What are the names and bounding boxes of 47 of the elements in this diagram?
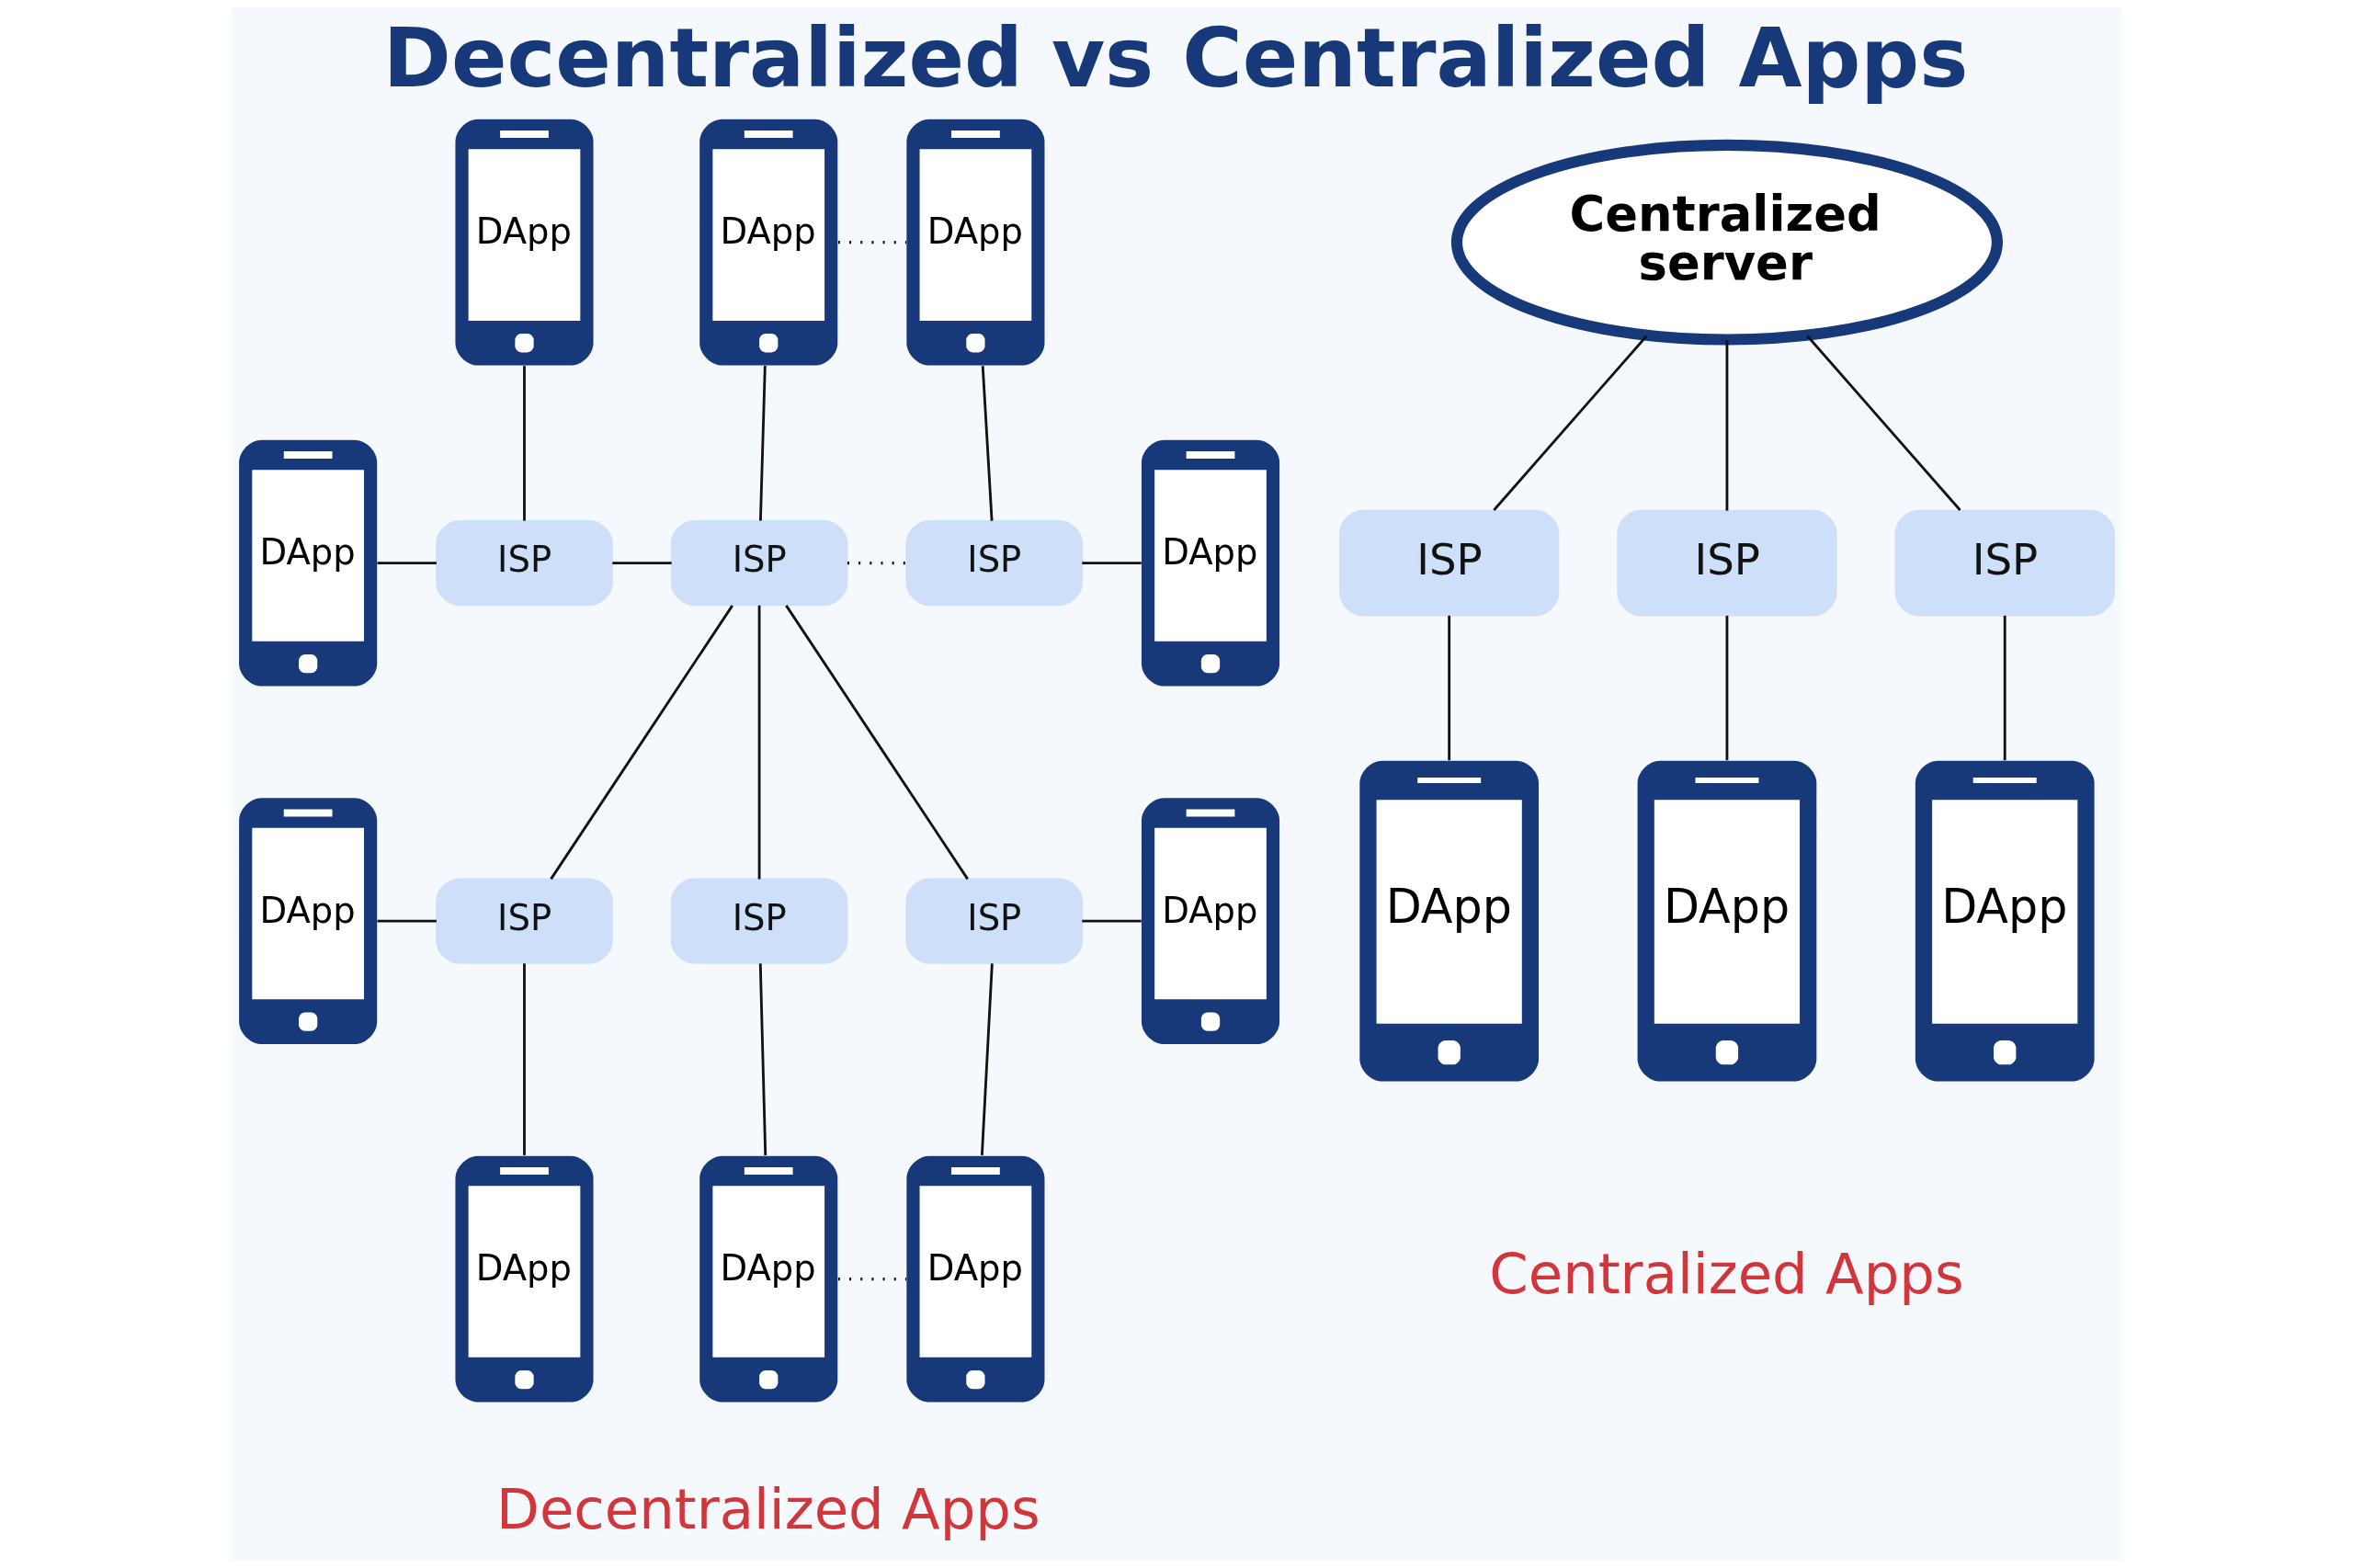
node-box: DApp (1915, 760, 2095, 1082)
node-box: DApp (239, 439, 378, 687)
node-box: ISP (436, 519, 613, 607)
node-box: DApp (1359, 760, 1540, 1082)
node-box: DApp (455, 1155, 594, 1403)
connector (785, 605, 969, 881)
node-box: DApp (906, 1155, 1045, 1403)
node-box: DApp (1637, 760, 1817, 1082)
node-box: ISP (1894, 509, 2115, 617)
node-box: DApp (1141, 798, 1280, 1044)
connector (550, 605, 733, 881)
label: Centralized Apps (1489, 1241, 1964, 1306)
connector (1725, 615, 1729, 761)
connector (1082, 562, 1142, 565)
connector (523, 963, 526, 1155)
connector (1725, 340, 1729, 511)
node-box: ISP (1339, 509, 1560, 617)
connector (1448, 615, 1451, 761)
node-box: ISP (905, 519, 1084, 607)
node-ellipse: Centralized server (1450, 139, 2003, 346)
connector (981, 365, 994, 521)
node-box: DApp (699, 119, 838, 366)
label: Decentralized Apps (496, 1477, 1040, 1542)
node-box: ISP (905, 878, 1084, 964)
connector (1806, 335, 1961, 511)
node-box: DApp (699, 1155, 838, 1403)
node-box: ISP (670, 519, 848, 607)
connector (981, 963, 994, 1155)
connector (377, 562, 437, 565)
connector (757, 605, 761, 880)
node-box: DApp (239, 798, 378, 1044)
node-box: DApp (1141, 439, 1280, 687)
connector (377, 919, 437, 923)
diagram-title: Decentralized vs Centralized Apps (382, 9, 1969, 106)
connector (2003, 615, 2006, 761)
connector (837, 1277, 907, 1281)
connector (1493, 335, 1648, 511)
node-box: ISP (670, 878, 848, 964)
connector (759, 366, 767, 521)
node-box: DApp (455, 119, 594, 366)
connector (758, 963, 767, 1155)
connector (612, 562, 672, 565)
node-box: DApp (906, 119, 1045, 366)
connector (523, 366, 526, 521)
node-box: ISP (1617, 509, 1837, 617)
node-box: ISP (436, 878, 613, 964)
connector (1082, 919, 1142, 923)
